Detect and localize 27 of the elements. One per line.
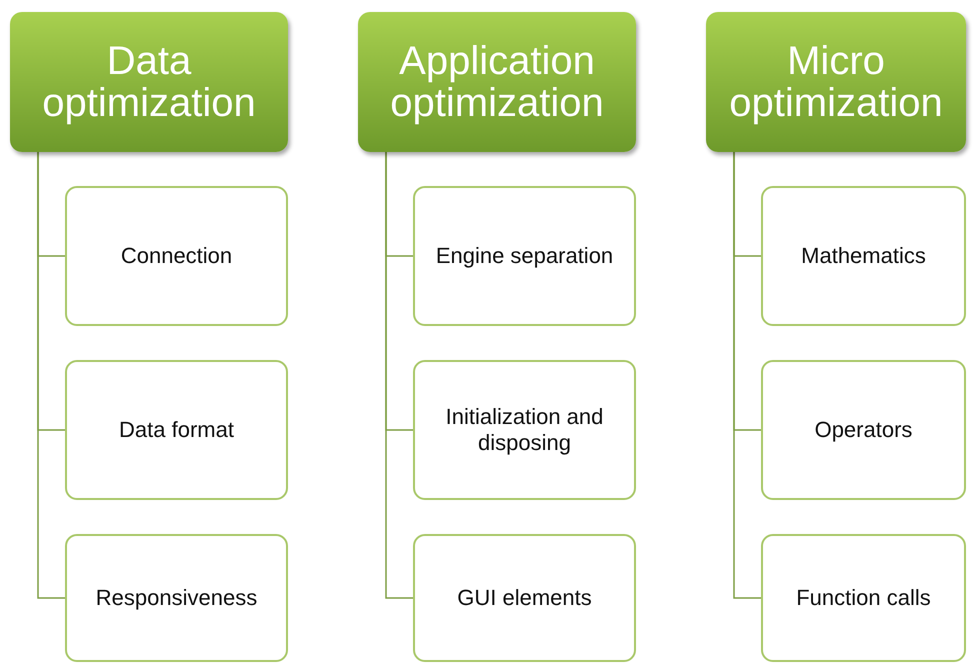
category-box bbox=[706, 12, 966, 152]
item-box bbox=[413, 186, 636, 326]
item-box bbox=[65, 534, 288, 662]
category-title: Data optimization bbox=[41, 40, 257, 124]
category-title: Micro optimization bbox=[728, 40, 944, 124]
item-label: Initialization and disposing bbox=[444, 404, 604, 456]
connector-line bbox=[385, 152, 413, 599]
item-box bbox=[761, 186, 966, 326]
item-label: Operators bbox=[814, 416, 912, 444]
item-box bbox=[65, 186, 288, 326]
item-label: Responsiveness bbox=[96, 584, 258, 612]
category-title: Application optimization bbox=[389, 40, 605, 124]
item-box bbox=[761, 534, 966, 662]
connector-line bbox=[733, 152, 761, 599]
item-label: Engine separation bbox=[436, 242, 614, 270]
item-box bbox=[761, 360, 966, 500]
item-label: Connection bbox=[120, 242, 232, 270]
item-box bbox=[65, 360, 288, 500]
category-box bbox=[10, 12, 288, 152]
connector-line bbox=[37, 152, 65, 599]
item-label: Function calls bbox=[796, 584, 931, 612]
item-box bbox=[413, 360, 636, 500]
category-box bbox=[358, 12, 636, 152]
item-label: GUI elements bbox=[457, 584, 592, 612]
item-label: Mathematics bbox=[801, 242, 926, 270]
item-box bbox=[413, 534, 636, 662]
item-label: Data format bbox=[119, 416, 234, 444]
